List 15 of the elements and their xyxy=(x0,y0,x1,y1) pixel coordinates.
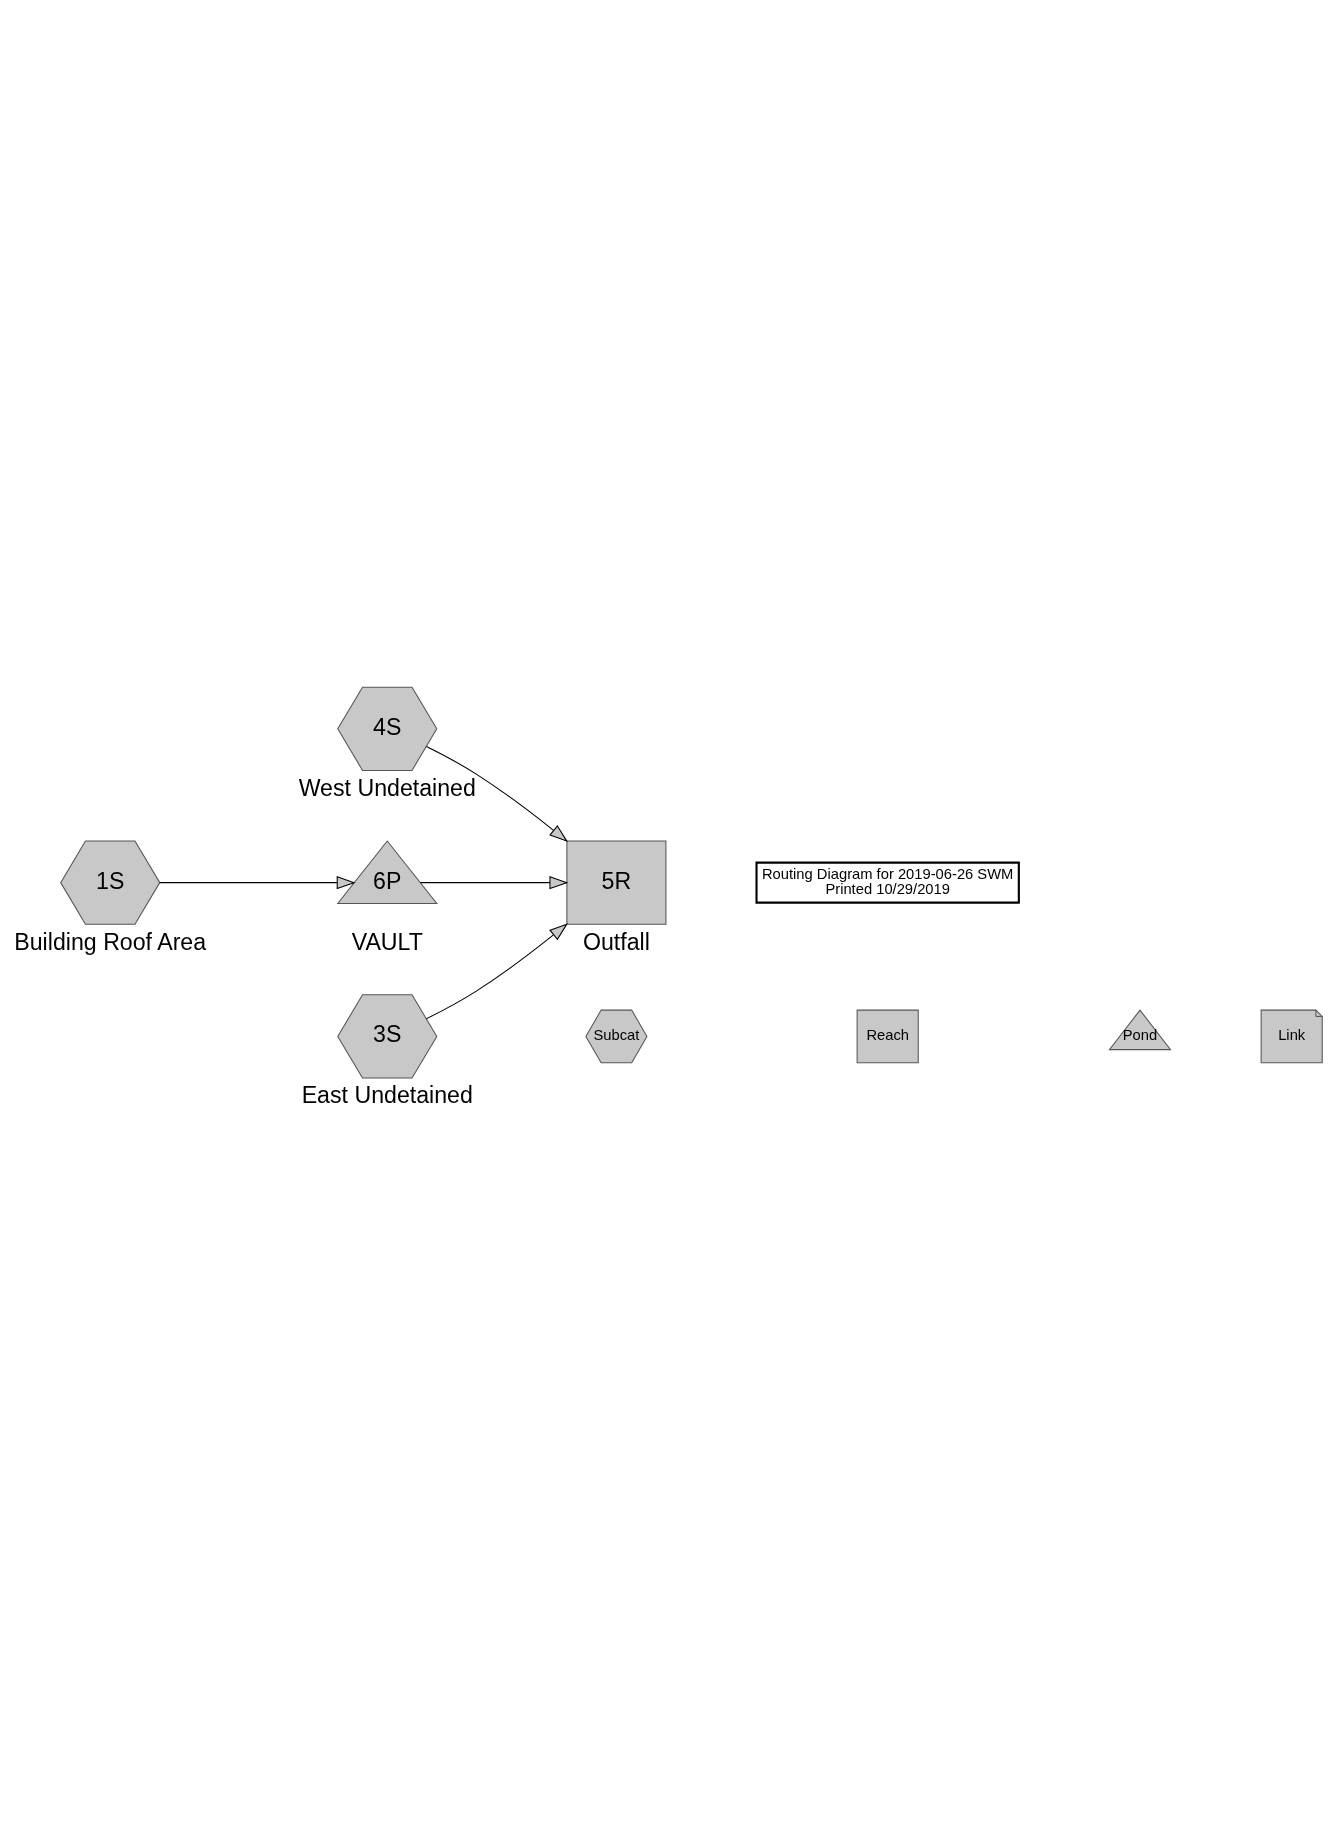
legend-label: Subcat xyxy=(593,1026,640,1043)
arrow xyxy=(159,875,356,889)
legend-label: Reach xyxy=(866,1026,909,1043)
node-label: Building Roof Area xyxy=(14,928,207,955)
node-label: West Undetained xyxy=(298,774,476,801)
node-label: VAULT xyxy=(351,928,423,955)
node-label: Outfall xyxy=(582,928,650,955)
arrow xyxy=(425,745,569,842)
label: Routing Diagram for 2019-06-26 SWM xyxy=(761,865,1014,882)
node-box: 5R xyxy=(566,840,667,925)
arrow xyxy=(425,922,569,1019)
node-label: East Undetained xyxy=(301,1081,473,1108)
legend-label: Pond xyxy=(1122,1026,1158,1043)
arrow xyxy=(419,875,569,889)
legend-label: Link xyxy=(1278,1026,1306,1043)
